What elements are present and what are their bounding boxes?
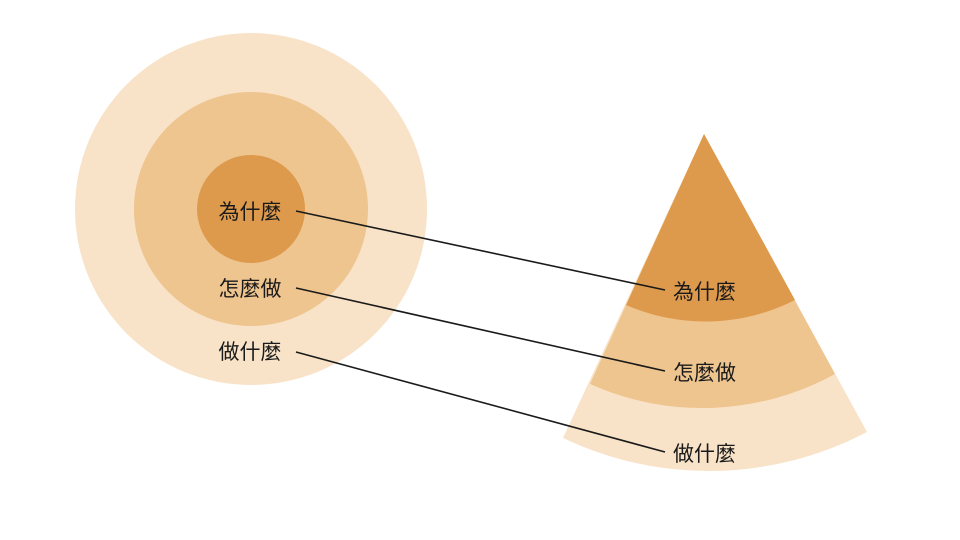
connector-line-what <box>295 351 666 453</box>
cone <box>563 134 867 471</box>
circle-label-how: 怎麼做 <box>219 277 282 301</box>
concentric-circles <box>75 33 427 385</box>
cone-label-how: 怎麼做 <box>673 361 736 385</box>
inner-circle <box>197 155 305 263</box>
connector-line-how <box>295 287 666 372</box>
connector-line-why <box>295 210 666 291</box>
connector-lines <box>295 210 666 453</box>
circle-label-why: 為什麼 <box>219 200 282 224</box>
cone-label-what: 做什麼 <box>673 442 736 466</box>
cone-top-band <box>626 134 795 322</box>
cone-label-why: 為什麼 <box>673 280 736 304</box>
circle-label-what: 做什麼 <box>219 340 282 364</box>
